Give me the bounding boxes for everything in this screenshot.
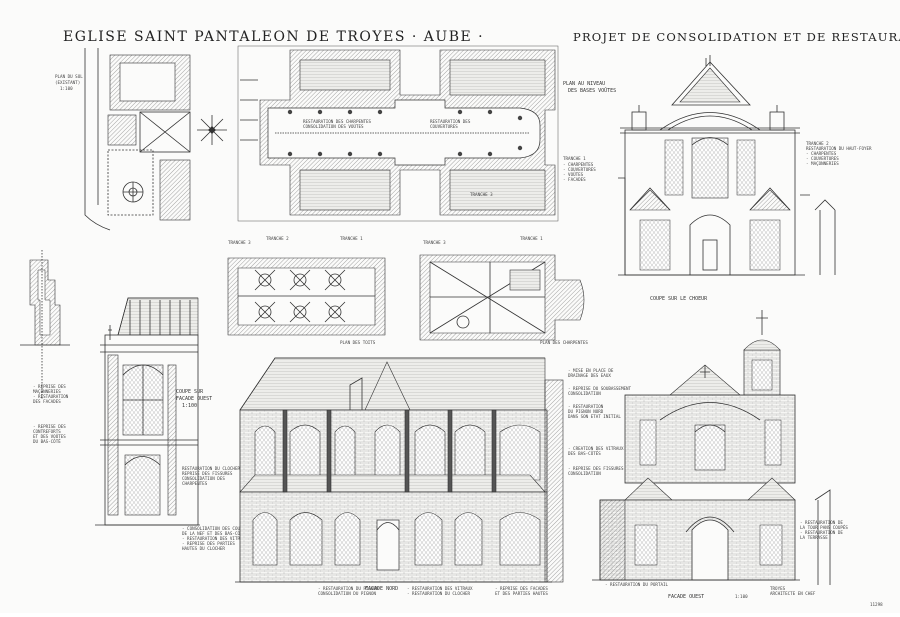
- svg-text:- RESTAURATION: - RESTAURATION: [33, 394, 69, 399]
- svg-text:LA TERRASSE: LA TERRASSE: [800, 535, 828, 540]
- facade-nord-label: FACADE NORD: [365, 586, 398, 592]
- svg-text:- CONSOLIDATION DES COUVERTURE: - CONSOLIDATION DES COUVERTURES: [182, 526, 261, 531]
- svg-text:- REPRISE DES FACADES: - REPRISE DES FACADES: [495, 586, 548, 591]
- svg-text:CONSOLIDATION: CONSOLIDATION: [568, 391, 601, 396]
- plan-toits-label: PLAN DES TOITS: [340, 340, 376, 345]
- coupe-facade-label: COUPE SUR: [176, 389, 204, 395]
- svg-text:DE LA NEF ET DES BAS-CÔTÉS: DE LA NEF ET DES BAS-CÔTÉS: [182, 531, 248, 536]
- svg-text:- REPRISE DU SOUBASSEMENT: - REPRISE DU SOUBASSEMENT: [568, 386, 632, 391]
- svg-text:ET DES PARTIES HAUTES: ET DES PARTIES HAUTES: [495, 591, 548, 596]
- svg-text:- FACADES: - FACADES: [563, 177, 586, 182]
- svg-text:CHARPENTES: CHARPENTES: [182, 481, 208, 486]
- svg-text:1:100: 1:100: [182, 403, 197, 409]
- svg-text:- REPRISE DES: - REPRISE DES: [33, 424, 66, 429]
- svg-text:- RESTAURATION DU CLOCHER: - RESTAURATION DU CLOCHER: [407, 591, 471, 596]
- svg-text:ET DES VOÛTES: ET DES VOÛTES: [33, 434, 66, 439]
- svg-text:TRANCHE 3: TRANCHE 3: [470, 192, 493, 197]
- svg-text:- COUVERTURES: - COUVERTURES: [806, 156, 839, 161]
- svg-text:- COUVERTURES: - COUVERTURES: [563, 167, 596, 172]
- svg-text:COUVERTURES: COUVERTURES: [430, 124, 458, 129]
- svg-text:CONSOLIDATION: CONSOLIDATION: [568, 471, 601, 476]
- svg-text:- RESTAURATION DES VITRAUX: - RESTAURATION DES VITRAUX: [407, 586, 473, 591]
- svg-text:- REPRISE DES PARTIES: - REPRISE DES PARTIES: [182, 541, 235, 546]
- svg-text:CONSOLIDATION DES VOÛTES: CONSOLIDATION DES VOÛTES: [303, 124, 364, 129]
- svg-text:REPRISE DES FISSURES: REPRISE DES FISSURES: [182, 471, 233, 476]
- site-plan: [84, 48, 191, 231]
- svg-text:TRANCHE 3: TRANCHE 3: [228, 240, 251, 245]
- svg-text:(EXISTANT): (EXISTANT): [55, 80, 80, 85]
- plan-charpente: [419, 254, 585, 341]
- compass-rose-icon: [197, 115, 227, 145]
- svg-text:LA TOUR PANS COUPÉS: LA TOUR PANS COUPÉS: [800, 525, 848, 530]
- svg-text:- VOÛTES: - VOÛTES: [563, 172, 584, 177]
- svg-text:MAÇONNERIES: MAÇONNERIES: [33, 389, 61, 394]
- svg-text:- RESTAURATION DE: - RESTAURATION DE: [800, 520, 843, 525]
- plan-sol-label: PLAN DU SOL: [55, 74, 83, 79]
- svg-text:DU PIGNON NORD: DU PIGNON NORD: [568, 409, 604, 414]
- svg-text:RESTAURATION DES: RESTAURATION DES: [430, 119, 471, 124]
- svg-text:TROYES: TROYES: [770, 586, 786, 591]
- svg-text:1:100: 1:100: [60, 86, 73, 91]
- svg-text:- REPRISE DES: - REPRISE DES: [33, 384, 66, 389]
- svg-text:DANS SON ETAT INITIAL: DANS SON ETAT INITIAL: [568, 414, 621, 419]
- svg-text:HAUTES DU CLOCHER: HAUTES DU CLOCHER: [182, 546, 225, 551]
- plan-roofs: [227, 257, 386, 336]
- svg-text:TRANCHE 1: TRANCHE 1: [563, 156, 586, 161]
- svg-text:FACADE OUEST: FACADE OUEST: [176, 396, 212, 402]
- svg-text:CONTREFORTS: CONTREFORTS: [33, 429, 61, 434]
- svg-text:TRANCHE 2: TRANCHE 2: [806, 141, 829, 146]
- sheet-title: EGLISE SAINT PANTALEON DE TROYES · AUBE …: [63, 29, 484, 45]
- svg-text:- RESTAURATION: - RESTAURATION: [568, 404, 604, 409]
- svg-text:ARCHITECTE EN CHEF: ARCHITECTE EN CHEF: [770, 591, 816, 596]
- svg-text:RESTAURATION DES CHARPENTES: RESTAURATION DES CHARPENTES: [303, 119, 372, 124]
- svg-text:RESTAURATION DU HAUT-FOYER: RESTAURATION DU HAUT-FOYER: [806, 146, 872, 151]
- sheet-number: 11298: [870, 602, 883, 607]
- svg-text:CONSOLIDATION DES: CONSOLIDATION DES: [182, 476, 225, 481]
- svg-text:DRAINAGE DES EAUX: DRAINAGE DES EAUX: [568, 373, 611, 378]
- svg-text:RESTAURATION DU CLOCHER: RESTAURATION DU CLOCHER: [182, 466, 240, 471]
- section-west-facade: [95, 297, 200, 526]
- floor-plan-vaults: [237, 45, 559, 222]
- svg-text:DES BASES VOÛTES: DES BASES VOÛTES: [568, 87, 616, 94]
- svg-text:- MAÇONNERIES: - MAÇONNERIES: [806, 161, 839, 166]
- coupe-choeur-label: COUPE SUR LE CHOEUR: [650, 296, 708, 302]
- svg-text:TRANCHE 2: TRANCHE 2: [266, 236, 289, 241]
- svg-text:TRANCHE 1: TRANCHE 1: [520, 236, 543, 241]
- svg-text:TRANCHE 3: TRANCHE 3: [423, 240, 446, 245]
- svg-text:- MISE EN PLACE DE: - MISE EN PLACE DE: [568, 368, 614, 373]
- elevation-north: [235, 357, 564, 583]
- svg-text:- REPRISE DES FISSURES: - REPRISE DES FISSURES: [568, 466, 624, 471]
- svg-text:- CREATION DES VITRAUX: - CREATION DES VITRAUX: [568, 446, 624, 451]
- facade-ouest-label: FACADE OUEST: [668, 594, 704, 600]
- section-small: [20, 250, 70, 400]
- section-choir: [618, 55, 836, 276]
- elevation-west: [592, 310, 831, 585]
- sheet-subtitle: PROJET DE CONSOLIDATION ET DE RESTAURATI…: [573, 30, 900, 44]
- svg-text:DES BAS-CÔTÉS: DES BAS-CÔTÉS: [568, 451, 601, 456]
- svg-text:- CHARPENTES: - CHARPENTES: [563, 162, 594, 167]
- svg-text:- RESTAURATION DU PORTAIL: - RESTAURATION DU PORTAIL: [605, 582, 669, 587]
- svg-text:- RESTAURATION DE: - RESTAURATION DE: [800, 530, 843, 535]
- plan-voutes-label: PLAN AU NIVEAU: [563, 81, 605, 87]
- svg-text:CONSOLIDATION DU PIGNON: CONSOLIDATION DU PIGNON: [318, 591, 376, 596]
- svg-text:DES FACADES: DES FACADES: [33, 399, 61, 404]
- svg-text:- RESTAURATION DU PIGNON: - RESTAURATION DU PIGNON: [318, 586, 379, 591]
- plan-charpente-label: PLAN DES CHARPENTES: [540, 340, 588, 345]
- svg-text:DU BAS-CÔTÉ: DU BAS-CÔTÉ: [33, 439, 61, 444]
- svg-text:- RESTAURATION DES VITRAUX: - RESTAURATION DES VITRAUX: [182, 536, 248, 541]
- svg-text:TRANCHE 1: TRANCHE 1: [340, 236, 363, 241]
- scale-label: 1:100: [735, 594, 748, 599]
- svg-text:- CHARPENTES: - CHARPENTES: [806, 151, 837, 156]
